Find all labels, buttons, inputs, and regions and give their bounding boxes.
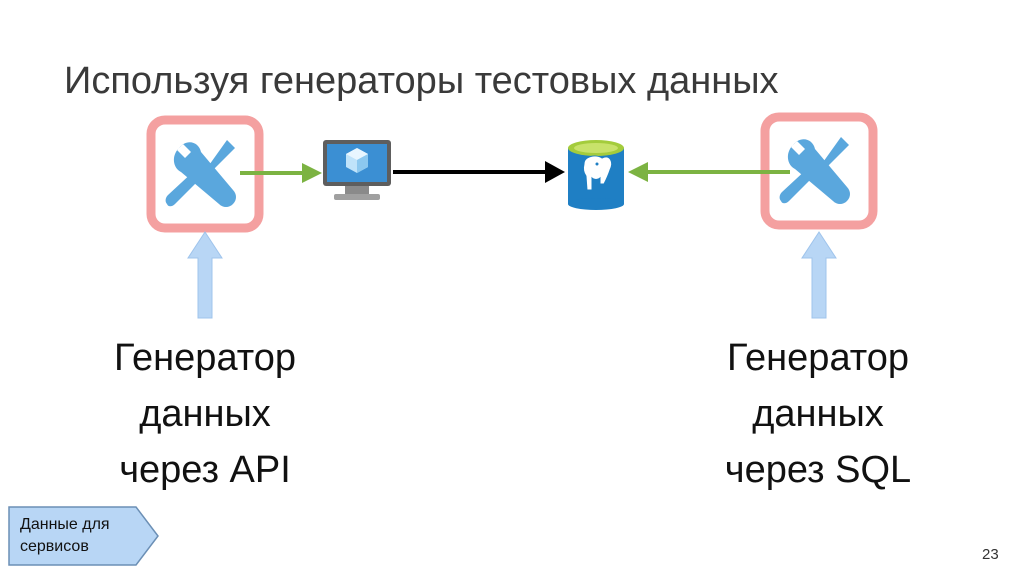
caption-line: данных — [752, 393, 884, 435]
tag-line: Данные для — [20, 516, 110, 533]
up-arrow-left — [187, 231, 223, 319]
monitor-app-icon — [323, 140, 391, 200]
postgresql-database-icon — [568, 140, 624, 210]
arrow-service-to-database — [393, 161, 565, 183]
page-number: 23 — [982, 546, 999, 563]
up-arrow-right — [801, 231, 837, 319]
right-generator-caption: Генератор данных через SQL — [688, 330, 948, 498]
caption-line: Генератор — [727, 337, 909, 379]
tag-line: сервисов — [20, 538, 89, 555]
wrench-screwdriver-icon — [165, 140, 236, 208]
arrow-generator-to-database — [628, 162, 790, 182]
services-data-tag: Данные для сервисов — [8, 506, 160, 566]
caption-line: через SQL — [724, 449, 912, 491]
caption-line: Генератор — [114, 337, 296, 379]
arrow-generator-to-service — [240, 163, 322, 183]
caption-line: через API — [119, 449, 291, 491]
caption-line: данных — [139, 393, 271, 435]
left-generator-caption: Генератор данных через API — [75, 330, 335, 498]
tag-shape — [8, 506, 159, 566]
wrench-screwdriver-icon — [779, 137, 850, 205]
right-generator — [760, 112, 878, 230]
slide-title: Используя генераторы тестовых данных — [64, 60, 779, 102]
